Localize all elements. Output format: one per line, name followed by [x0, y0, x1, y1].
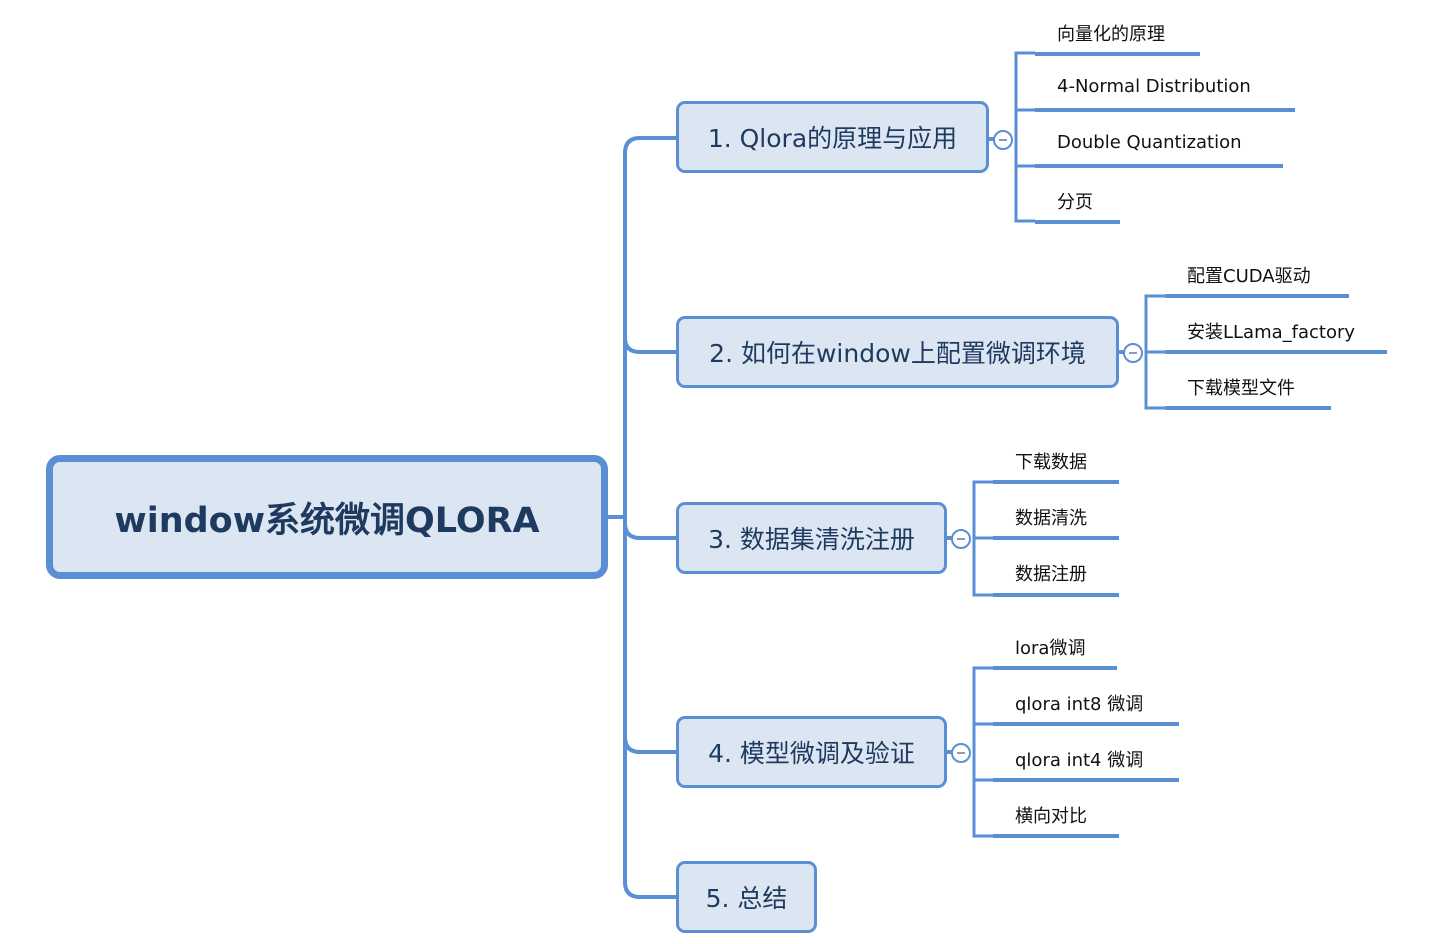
- root-node[interactable]: window系统微调QLORA: [46, 455, 608, 579]
- leaf-node[interactable]: qlora int8 微调: [1015, 694, 1144, 715]
- collapse-icon[interactable]: [1123, 343, 1143, 363]
- leaf-node[interactable]: 下载模型文件: [1187, 378, 1295, 399]
- branch-node-1[interactable]: 1. Qlora的原理与应用: [676, 101, 989, 173]
- leaf-node[interactable]: 横向对比: [1015, 806, 1087, 827]
- leaf-node[interactable]: qlora int4 微调: [1015, 750, 1144, 771]
- collapse-icon[interactable]: [951, 529, 971, 549]
- leaf-node[interactable]: 分页: [1057, 192, 1093, 213]
- leaf-node[interactable]: 配置CUDA驱动: [1187, 266, 1311, 287]
- leaf-node[interactable]: 向量化的原理: [1057, 24, 1165, 45]
- collapse-icon[interactable]: [993, 130, 1013, 150]
- leaf-node[interactable]: 安装LLama_factory: [1187, 322, 1356, 343]
- leaf-node[interactable]: 数据注册: [1015, 564, 1087, 585]
- branch-node-3[interactable]: 3. 数据集清洗注册: [676, 502, 947, 574]
- leaf-node[interactable]: 数据清洗: [1015, 508, 1087, 529]
- branch-node-5[interactable]: 5. 总结: [676, 861, 817, 933]
- leaf-node[interactable]: 下载数据: [1015, 452, 1087, 473]
- leaf-node[interactable]: lora微调: [1015, 638, 1086, 659]
- leaf-node[interactable]: Double Quantization: [1057, 132, 1242, 153]
- collapse-icon[interactable]: [951, 743, 971, 763]
- branch-node-4[interactable]: 4. 模型微调及验证: [676, 716, 947, 788]
- branch-node-2[interactable]: 2. 如何在window上配置微调环境: [676, 316, 1119, 388]
- leaf-node[interactable]: 4-Normal Distribution: [1057, 76, 1251, 97]
